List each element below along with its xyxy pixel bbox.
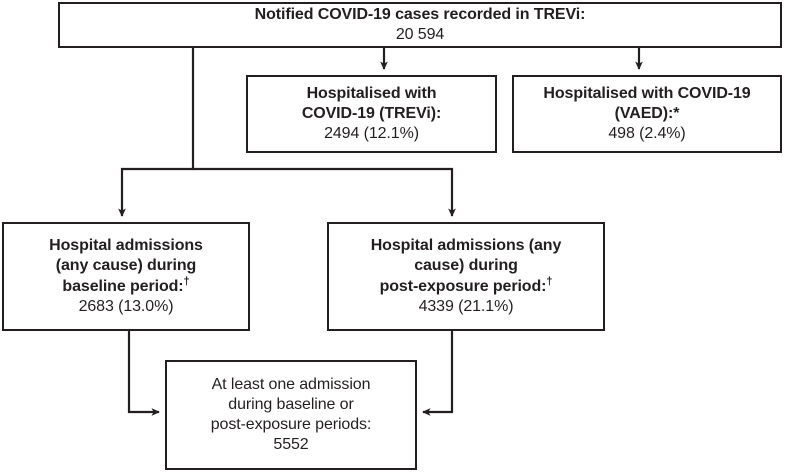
edge-notified-to-admissions-bus bbox=[118, 48, 456, 217]
node-admissions-baseline-title-line3-text: baseline period: bbox=[62, 277, 184, 295]
node-atleast-one-admission-title-line2: during baseline or bbox=[228, 395, 354, 413]
node-hospitalised-vaed-value: 498 (2.4%) bbox=[608, 125, 686, 143]
node-admissions-postexposure-title-line1: Hospital admissions (any bbox=[370, 237, 562, 255]
node-admissions-postexposure-title-line3-text: post-exposure period: bbox=[379, 277, 547, 295]
node-atleast-one-admission-value: 5552 bbox=[273, 436, 309, 454]
node-hospitalised-trevi-value: 2494 (12.1%) bbox=[324, 125, 419, 143]
node-admissions-postexposure-title-line2: cause) during bbox=[414, 257, 518, 275]
node-hospitalised-vaed-title-line2: (VAED):* bbox=[614, 104, 680, 122]
node-admissions-baseline: Hospital admissions (any cause) during b… bbox=[2, 222, 250, 331]
node-notified-cases-value: 20 594 bbox=[395, 26, 445, 43]
edge-baseline-to-atleast-one bbox=[127, 331, 160, 416]
node-admissions-baseline-title-line2: (any cause) during bbox=[55, 257, 197, 275]
node-admissions-postexposure: Hospital admissions (any cause) during p… bbox=[327, 222, 605, 331]
edge-postexposure-to-atleast-one bbox=[422, 331, 454, 416]
node-admissions-baseline-title-line3: baseline period:† bbox=[62, 275, 190, 297]
node-atleast-one-admission: At least one admission during baseline o… bbox=[165, 360, 417, 470]
node-hospitalised-trevi-title-line1: Hospitalised with bbox=[306, 84, 437, 102]
dagger-footnote-marker-baseline: † bbox=[183, 275, 190, 288]
node-admissions-baseline-title-line1: Hospital admissions bbox=[49, 237, 203, 255]
node-admissions-baseline-value: 2683 (13.0%) bbox=[78, 297, 174, 315]
node-hospitalised-vaed: Hospitalised with COVID-19 (VAED):* 498 … bbox=[512, 75, 782, 153]
node-hospitalised-trevi: Hospitalised with COVID-19 (TREVi): 2494… bbox=[246, 75, 497, 153]
node-admissions-postexposure-value: 4339 (21.1%) bbox=[418, 297, 514, 315]
node-admissions-postexposure-title-line3: post-exposure period:† bbox=[379, 275, 553, 297]
node-notified-cases-title: Notified COVID-19 cases recorded in TREV… bbox=[254, 5, 586, 23]
node-atleast-one-admission-title-line1: At least one admission bbox=[211, 375, 371, 393]
node-hospitalised-trevi-title-line2: COVID-19 (TREVi): bbox=[301, 104, 442, 122]
node-atleast-one-admission-title-line3: post-exposure periods: bbox=[210, 416, 372, 433]
dagger-footnote-marker-postexposure: † bbox=[546, 275, 553, 288]
node-notified-cases: Notified COVID-19 cases recorded in TREV… bbox=[58, 2, 782, 48]
node-hospitalised-vaed-title-line1: Hospitalised with COVID-19 bbox=[543, 84, 751, 102]
